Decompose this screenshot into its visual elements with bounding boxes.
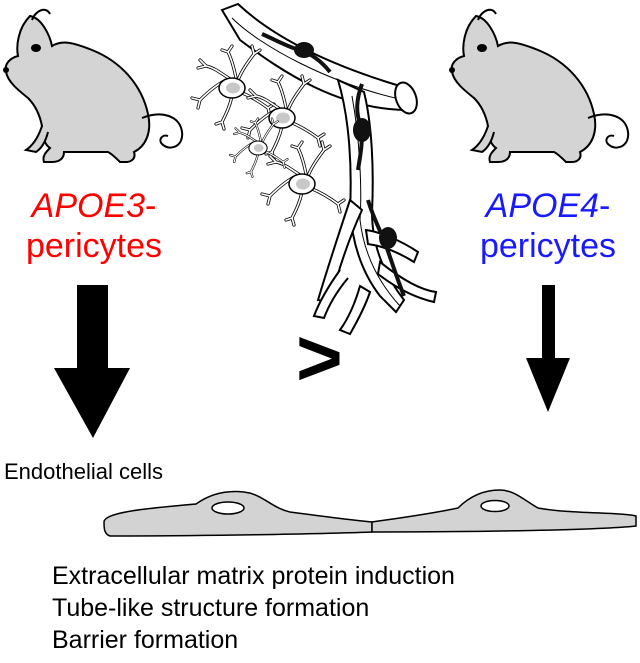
right-cell-type: pericytes — [479, 227, 617, 265]
right-gene-name: APOE4 — [485, 187, 600, 225]
endothelial-cells-label: Endothelial cells — [4, 459, 163, 484]
left-gene-suffix: - — [145, 187, 157, 225]
left-down-arrow — [54, 285, 130, 438]
right-gene-suffix: - — [599, 187, 611, 225]
endothelial-cells-illustration — [103, 489, 637, 537]
outcome-item: Tube-like structure formation — [52, 594, 370, 622]
pericyte-cell — [353, 83, 371, 171]
outcomes-list: Extracellular matrix protein induction T… — [52, 560, 455, 656]
right-mouse-icon — [448, 8, 630, 164]
pericyte-cell — [261, 32, 332, 74]
left-cell-type: pericytes — [25, 227, 163, 265]
left-gene-name: APOE3 — [31, 187, 146, 225]
right-down-arrow — [526, 285, 570, 412]
comparison-symbol: > — [296, 313, 343, 402]
left-mouse-icon — [2, 8, 184, 164]
outcome-item: Extracellular matrix protein induction — [52, 562, 455, 590]
brain-capillary-illustration — [220, 2, 438, 336]
outcome-item: Barrier formation — [52, 626, 239, 654]
left-genotype-label: APOE3- pericytes — [8, 186, 180, 266]
pericyte-cell — [366, 199, 406, 297]
right-genotype-label: APOE4- pericytes — [460, 186, 636, 266]
